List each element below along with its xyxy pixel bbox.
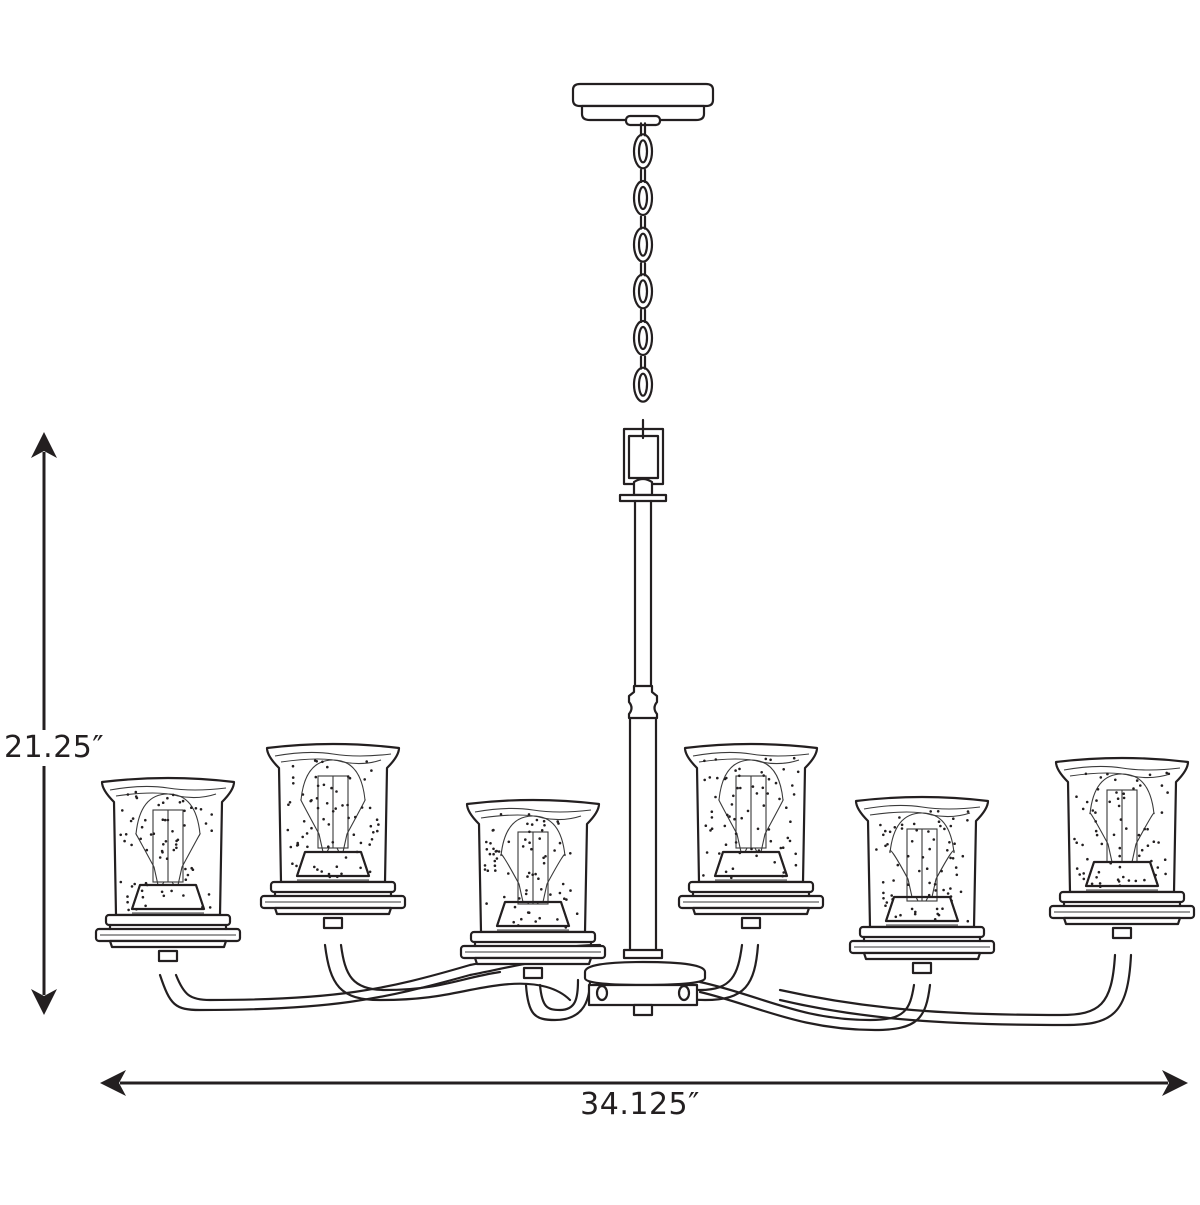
width-dimension-label: 34.125″ — [580, 1087, 700, 1122]
width-dimension-arrow — [100, 1070, 1188, 1096]
height-dimension-arrow — [31, 432, 57, 1015]
center-stem — [622, 499, 664, 960]
glass-shade-1 — [94, 776, 242, 963]
chandelier-arms — [158, 943, 1133, 1032]
shades — [94, 742, 1196, 980]
glass-shade-2 — [259, 742, 407, 930]
glass-shade-5 — [848, 795, 996, 975]
glass-shade-4 — [677, 742, 825, 930]
hanging-chain — [632, 122, 654, 403]
loop-connector — [618, 418, 668, 503]
ceiling-canopy — [571, 82, 715, 127]
glass-shade-3 — [459, 798, 607, 980]
height-dimension-label: 21.25″ — [2, 730, 107, 766]
center-hub — [583, 960, 707, 1017]
glass-shade-6 — [1048, 756, 1196, 940]
